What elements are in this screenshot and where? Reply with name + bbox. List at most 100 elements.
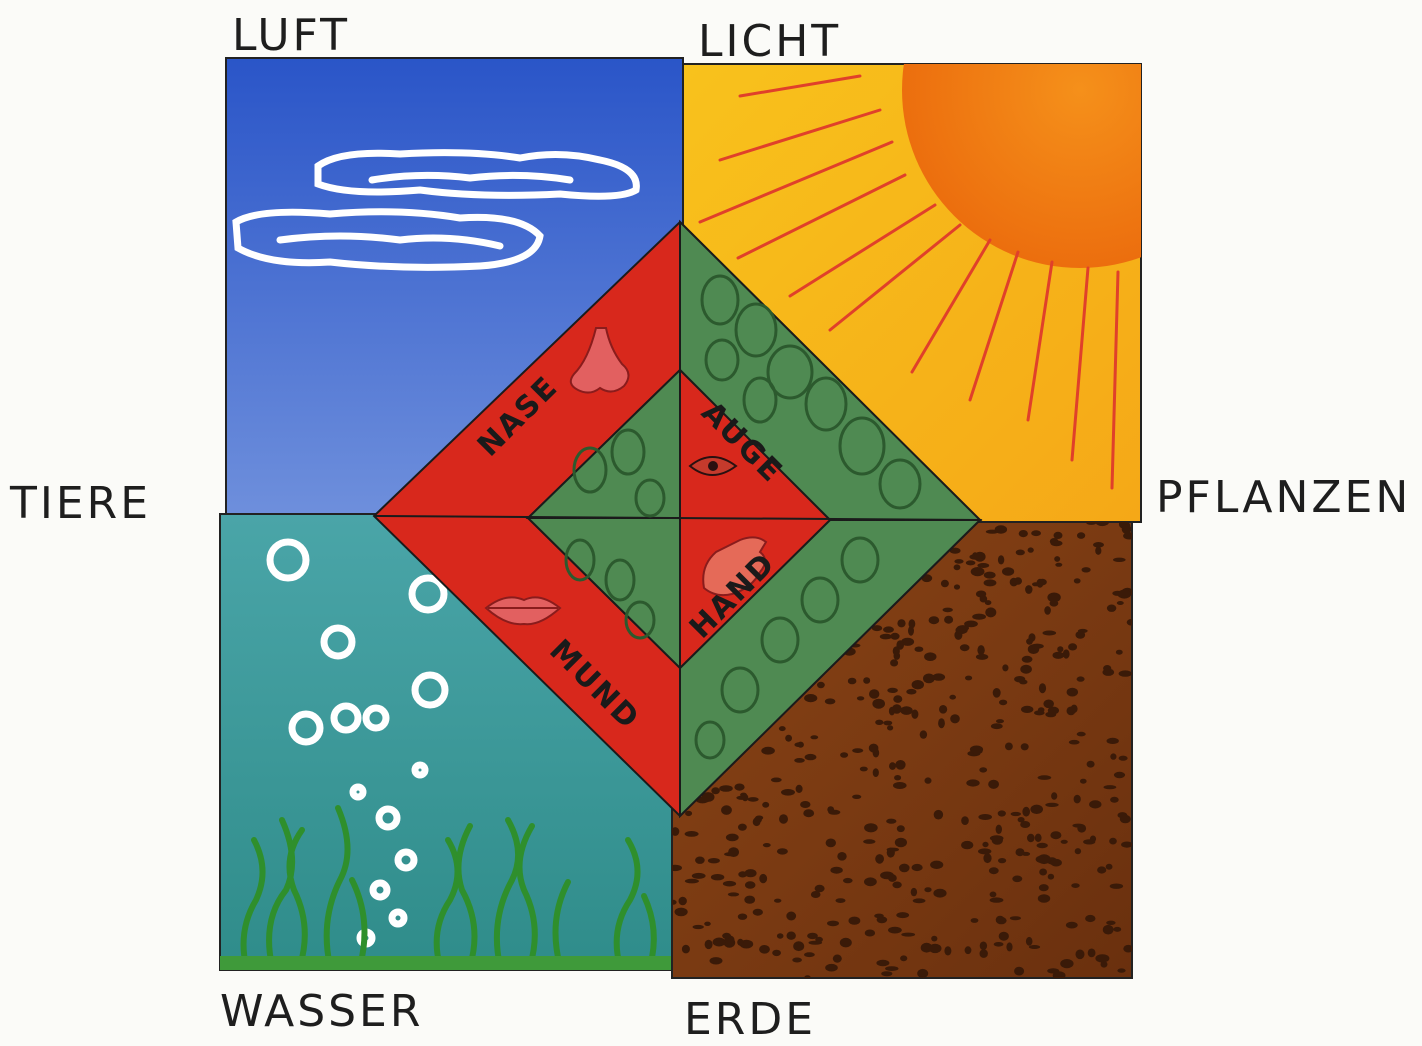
soil-dot [860, 767, 868, 772]
soil-dot [1054, 556, 1060, 562]
soil-dot [1045, 803, 1058, 807]
soil-dot [990, 897, 1004, 902]
soil-dot [874, 914, 884, 919]
soil-dot [892, 704, 902, 714]
soil-dot [1014, 577, 1022, 585]
soil-dot [1072, 824, 1084, 828]
soil-dot [961, 841, 973, 849]
soil-dot [1095, 954, 1109, 962]
soil-dot [931, 936, 937, 942]
soil-dot [1021, 706, 1033, 713]
soil-dot [759, 874, 767, 883]
soil-dot [996, 917, 1007, 924]
soil-dot [980, 942, 987, 951]
soil-dot [744, 896, 755, 904]
soil-dot [763, 843, 771, 847]
soil-dot [1006, 942, 1012, 951]
soil-dot [1106, 864, 1113, 870]
soil-dot [925, 777, 932, 783]
soil-dot [800, 801, 810, 808]
soil-dot [815, 885, 825, 892]
soil-dot [1027, 834, 1035, 842]
soil-dot [1061, 840, 1068, 844]
soil-dot [748, 797, 759, 802]
soil-dot [836, 898, 846, 903]
soil-dot [840, 938, 852, 948]
soil-dot [933, 889, 946, 898]
soil-dot [810, 735, 818, 739]
soil-dot [1087, 761, 1095, 768]
soil-dot [843, 878, 853, 883]
soil-dot [865, 930, 875, 937]
soil-dot [979, 767, 987, 772]
soil-dot [723, 881, 736, 887]
soil-dot [833, 955, 842, 963]
soil-dot [924, 887, 931, 892]
soil-dot [1039, 884, 1049, 891]
soil-dot [1088, 949, 1096, 958]
soil-dot [1036, 856, 1046, 863]
soil-dot [1074, 795, 1081, 804]
soil-dot [869, 744, 879, 753]
soil-dot [1016, 550, 1025, 556]
soil-dot [990, 835, 1004, 841]
soil-dot [1053, 652, 1065, 659]
soil-dot [1051, 540, 1063, 546]
soil-dot [1057, 646, 1063, 652]
soil-dot [954, 584, 960, 589]
soil-dot [1026, 937, 1033, 946]
soil-dot [777, 933, 784, 938]
soil-dot [1082, 567, 1091, 572]
soil-dot [1020, 821, 1030, 828]
soil-dot [863, 839, 875, 844]
soil-dot [828, 810, 840, 815]
soil-dot [1119, 670, 1132, 676]
soil-dot [912, 864, 923, 871]
soil-dot [1020, 665, 1032, 674]
soil-dot [920, 730, 927, 738]
soil-dot [1118, 590, 1132, 599]
soil-dot [939, 705, 947, 714]
soil-dot [889, 762, 896, 770]
soil-dot [892, 882, 901, 889]
soil-dot [990, 892, 997, 898]
soil-dot [1044, 606, 1051, 615]
soil-dot [1063, 649, 1070, 658]
soil-dot [911, 888, 917, 896]
soil-dot [943, 608, 953, 613]
soil-dot [1121, 842, 1133, 848]
soil-dot [1114, 772, 1125, 778]
soil-dot [1089, 800, 1101, 808]
soil-dot [777, 848, 788, 854]
soil-dot [966, 560, 976, 565]
soil-dot [849, 917, 861, 925]
soil-dot [1119, 756, 1128, 761]
soil-dot [826, 839, 836, 848]
soil-dot [1093, 542, 1104, 548]
soil-dot [1117, 601, 1124, 605]
soil-dot [753, 909, 763, 916]
soil-dot [1038, 579, 1047, 586]
soil-dot [961, 816, 969, 825]
soil-dot [917, 969, 928, 978]
soil-dot [1066, 922, 1078, 929]
soil-dot [794, 742, 803, 747]
soil-dot [1039, 683, 1046, 693]
soil-dot [695, 857, 705, 864]
soil-dot [779, 814, 788, 824]
soil-dot [983, 853, 991, 863]
soil-dot [957, 625, 969, 631]
soil-dot [1050, 831, 1061, 839]
soil-dot [950, 714, 960, 723]
soil-dot [1117, 968, 1125, 972]
soil-dot [881, 971, 892, 976]
soil-dot [737, 939, 743, 946]
soil-dot [1002, 567, 1014, 576]
soil-dot [875, 720, 883, 725]
soil-dot [913, 898, 926, 903]
soil-dot [1107, 605, 1116, 612]
soil-dot [1123, 532, 1135, 539]
soil-dot [941, 580, 949, 587]
soil-dot [704, 922, 711, 926]
